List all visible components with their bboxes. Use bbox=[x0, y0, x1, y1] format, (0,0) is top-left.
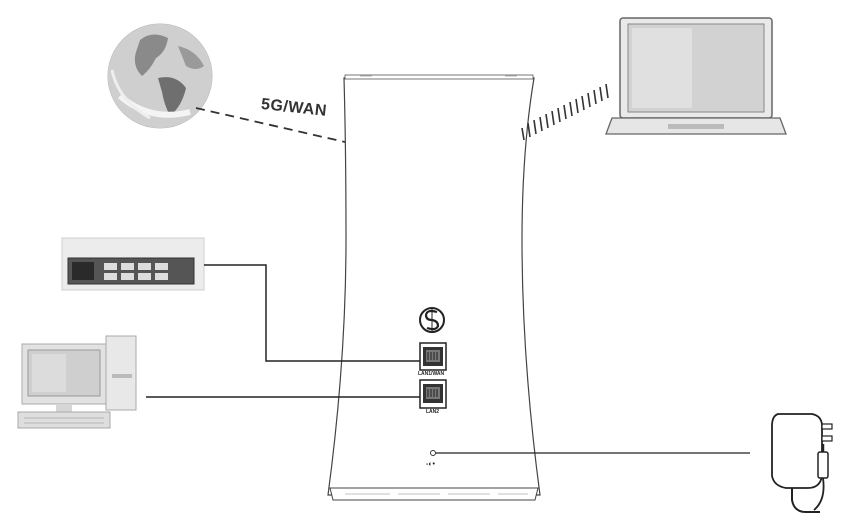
globe-internet-icon bbox=[107, 23, 213, 129]
reset-button-icon bbox=[419, 307, 445, 333]
power-symbol-label: -◐• bbox=[426, 461, 436, 468]
switch-cable-line bbox=[204, 264, 420, 362]
wan-link-line bbox=[195, 107, 346, 143]
wifi-signal-icon bbox=[521, 83, 609, 141]
network-switch-icon bbox=[61, 237, 205, 291]
port-label-lan2: LAN2 bbox=[426, 409, 440, 415]
power-adapter-icon bbox=[771, 413, 833, 513]
lan2-port bbox=[419, 379, 447, 409]
router-device bbox=[327, 74, 541, 501]
port-label-lan1-wan: LAN1/WAN bbox=[418, 371, 445, 377]
desktop-computer-icon bbox=[17, 335, 137, 429]
laptop-icon bbox=[605, 17, 787, 135]
lan1-wan-port bbox=[419, 342, 447, 371]
power-jack bbox=[430, 450, 436, 456]
